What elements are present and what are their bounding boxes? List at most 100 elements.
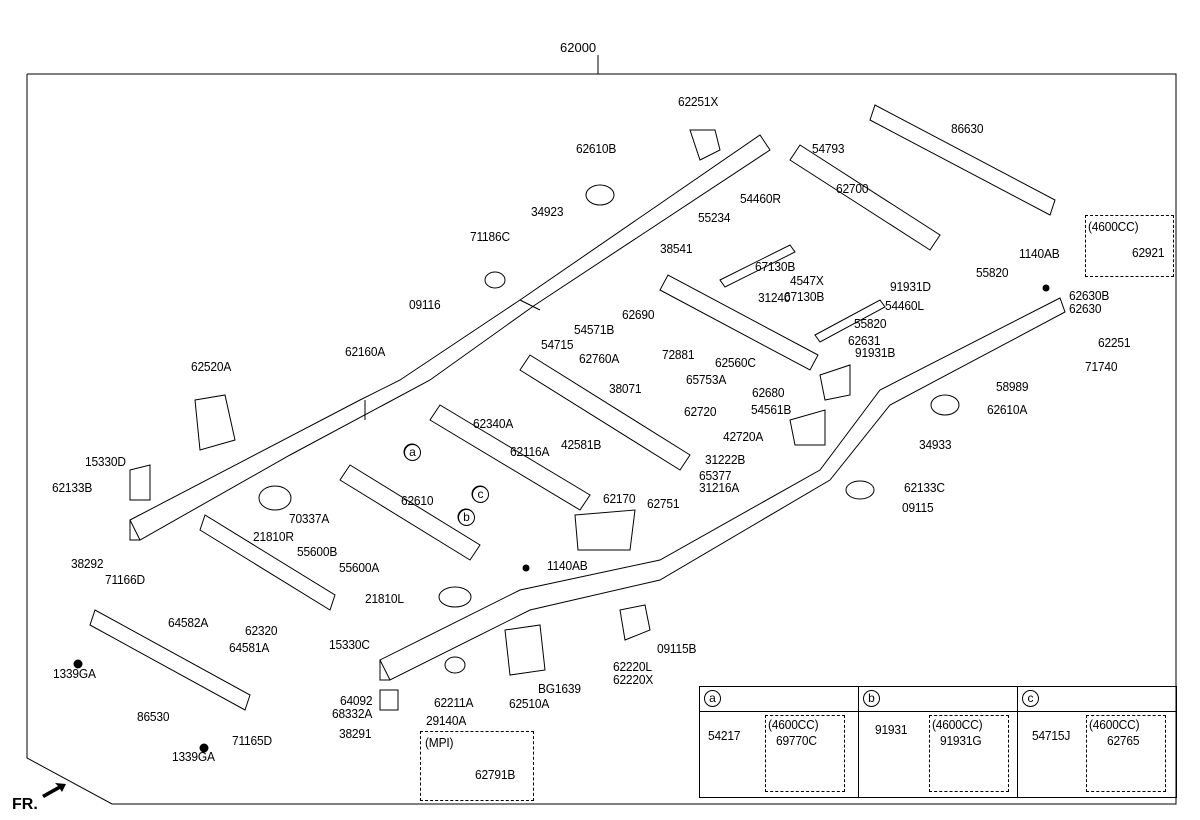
part-label[interactable]: 64092: [340, 693, 373, 708]
part-label[interactable]: 65377: [699, 468, 732, 483]
part-label[interactable]: 54793: [812, 141, 845, 156]
part-label[interactable]: 29140A: [426, 713, 467, 728]
part-label[interactable]: 54460R: [740, 191, 781, 206]
part-label[interactable]: 54217: [708, 728, 741, 743]
callout-b[interactable]: b: [458, 509, 475, 526]
part-label[interactable]: 62631: [848, 333, 881, 348]
part-label[interactable]: 64581A: [229, 640, 270, 655]
part-label[interactable]: 62211A: [434, 695, 474, 710]
part-label[interactable]: 31240: [758, 290, 791, 305]
part-label[interactable]: 62720: [684, 404, 717, 419]
part-label[interactable]: 54561B: [751, 402, 792, 417]
part-label[interactable]: 62610B: [576, 141, 617, 156]
part-label[interactable]: 15330D: [85, 454, 126, 469]
part-label[interactable]: 55234: [698, 210, 731, 225]
part-label[interactable]: 71186C: [470, 229, 510, 244]
part-label[interactable]: 72881: [662, 347, 695, 362]
part-label[interactable]: 91931: [875, 722, 908, 737]
option-condition: (4600CC): [932, 717, 983, 732]
part-label[interactable]: 09116: [409, 297, 441, 312]
part-label[interactable]: 70337A: [289, 511, 330, 526]
legend-column-b: b 91931 (4600CC) 91931G: [859, 687, 1018, 797]
part-label[interactable]: 38292: [71, 556, 104, 571]
part-label[interactable]: 67130B: [784, 289, 825, 304]
part-label[interactable]: 62751: [647, 496, 680, 511]
part-label[interactable]: 55600B: [297, 544, 338, 559]
option-condition: (4600CC): [768, 717, 819, 732]
part-label[interactable]: 67130B: [755, 259, 796, 274]
part-label[interactable]: 38291: [339, 726, 372, 741]
part-label[interactable]: 09115: [902, 500, 934, 515]
part-label[interactable]: 38071: [609, 381, 642, 396]
part-label[interactable]: BG1639: [538, 681, 581, 696]
part-label[interactable]: 54460L: [885, 298, 924, 313]
small-parts: [73, 129, 1050, 753]
part-label[interactable]: 62630: [1069, 301, 1102, 316]
part-label[interactable]: 58989: [996, 379, 1029, 394]
part-label[interactable]: 21810L: [365, 591, 404, 606]
part-label[interactable]: 62690: [622, 307, 655, 322]
part-label[interactable]: 34933: [919, 437, 952, 452]
part-label[interactable]: 62510A: [509, 696, 550, 711]
part-label[interactable]: 62520A: [191, 359, 232, 374]
part-label[interactable]: 55600A: [339, 560, 380, 575]
part-label[interactable]: 64582A: [168, 615, 209, 630]
part-label[interactable]: 62160A: [345, 344, 386, 359]
part-label[interactable]: 62765: [1107, 733, 1140, 748]
part-label[interactable]: 62700: [836, 181, 869, 196]
part-label[interactable]: 62251X: [678, 94, 719, 109]
part-label[interactable]: 54715: [541, 337, 574, 352]
part-label[interactable]: 62220X: [613, 672, 654, 687]
part-label[interactable]: 62760A: [579, 351, 620, 366]
callout-c[interactable]: c: [472, 486, 489, 503]
part-label[interactable]: 86530: [137, 709, 170, 724]
part-label[interactable]: 62610A: [987, 402, 1028, 417]
part-label[interactable]: 62116A: [510, 444, 550, 459]
part-label[interactable]: 42581B: [561, 437, 602, 452]
part-label[interactable]: 62133B: [52, 480, 93, 495]
part-label[interactable]: 91931D: [890, 279, 931, 294]
part-label[interactable]: 42720A: [723, 429, 764, 444]
part-label[interactable]: 62921: [1132, 245, 1165, 260]
part-label[interactable]: 54715J: [1032, 728, 1071, 743]
part-label[interactable]: 91931G: [940, 733, 982, 748]
part-label[interactable]: 62791B: [475, 767, 516, 782]
part-label[interactable]: 1140AB: [547, 558, 588, 573]
part-label[interactable]: 15330C: [329, 637, 370, 652]
part-label[interactable]: 34923: [531, 204, 564, 219]
part-label[interactable]: 71740: [1085, 359, 1118, 374]
part-label[interactable]: 86630: [951, 121, 984, 136]
part-label[interactable]: 71165D: [232, 733, 272, 748]
part-label[interactable]: 1140AB: [1019, 246, 1060, 261]
part-label[interactable]: 91931B: [855, 345, 896, 360]
part-label[interactable]: 31222B: [705, 452, 746, 467]
part-label[interactable]: 54571B: [574, 322, 615, 337]
part-label[interactable]: 38541: [660, 241, 693, 256]
part-label[interactable]: 62560C: [715, 355, 756, 370]
part-label[interactable]: 09115B: [657, 641, 697, 656]
part-label[interactable]: 65753A: [686, 372, 727, 387]
part-label[interactable]: 55820: [854, 316, 887, 331]
part-label[interactable]: 62170: [603, 491, 636, 506]
part-label[interactable]: 69770C: [776, 733, 817, 748]
part-label[interactable]: 71166D: [105, 572, 145, 587]
part-label[interactable]: 62340A: [473, 416, 514, 431]
part-label[interactable]: 62133C: [904, 480, 945, 495]
part-label[interactable]: 62320: [245, 623, 278, 638]
part-label[interactable]: 31216A: [699, 480, 740, 495]
legend-column-c: c 54715J (4600CC) 62765: [1018, 687, 1176, 797]
part-label[interactable]: 62220L: [613, 659, 652, 674]
front-direction-arrow: [42, 783, 66, 798]
part-label[interactable]: 4547X: [790, 273, 824, 288]
part-label[interactable]: 62251: [1098, 335, 1131, 350]
part-label[interactable]: 1339GA: [172, 749, 215, 764]
part-label[interactable]: 62680: [752, 385, 785, 400]
part-label[interactable]: 62610: [401, 493, 434, 508]
callout-a[interactable]: a: [404, 444, 421, 461]
part-label[interactable]: 62630B: [1069, 288, 1110, 303]
part-label[interactable]: 68332A: [332, 706, 373, 721]
part-label[interactable]: 55820: [976, 265, 1009, 280]
part-label[interactable]: 21810R: [253, 529, 294, 544]
part-label[interactable]: 1339GA: [53, 666, 96, 681]
